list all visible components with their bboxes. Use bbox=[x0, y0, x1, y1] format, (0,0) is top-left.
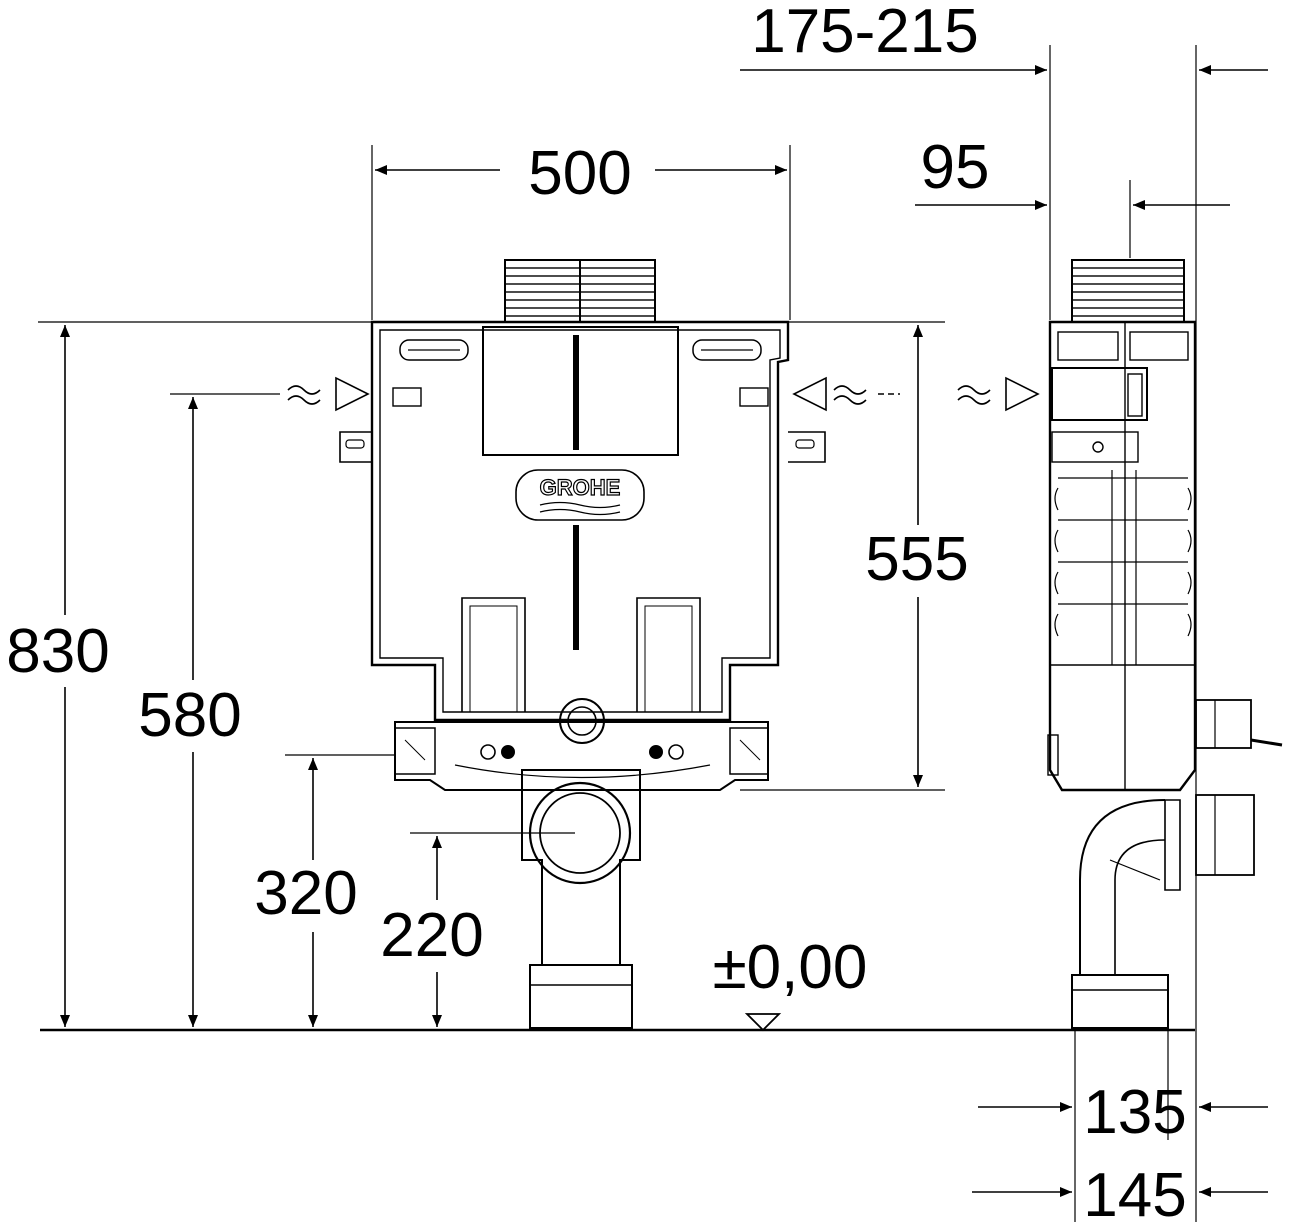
front-waste-pipe bbox=[521, 769, 641, 1029]
front-mounting-rail bbox=[394, 721, 769, 791]
floor-level-label: ±0,00 bbox=[713, 933, 868, 1002]
dim-580-label: 580 bbox=[138, 681, 241, 750]
side-frame bbox=[1047, 259, 1283, 876]
dim-175-215-label: 175-215 bbox=[751, 0, 979, 66]
dim-555-label: 555 bbox=[865, 525, 968, 594]
dim-830-label: 830 bbox=[6, 617, 109, 686]
dim-135-label: 135 bbox=[1083, 1078, 1186, 1147]
dim-145-label: 145 bbox=[1083, 1161, 1186, 1222]
grohe-logo-text: GROHE bbox=[540, 475, 621, 500]
dim-500-label: 500 bbox=[528, 139, 631, 208]
dim-320-label: 320 bbox=[254, 859, 357, 928]
side-waste-pipe bbox=[1071, 799, 1181, 1029]
water-inlet-symbols bbox=[287, 376, 1040, 412]
dim-95-label: 95 bbox=[921, 133, 990, 202]
dim-220-label: 220 bbox=[380, 901, 483, 970]
front-frame bbox=[339, 259, 826, 744]
floor-level-marker bbox=[744, 1013, 782, 1032]
